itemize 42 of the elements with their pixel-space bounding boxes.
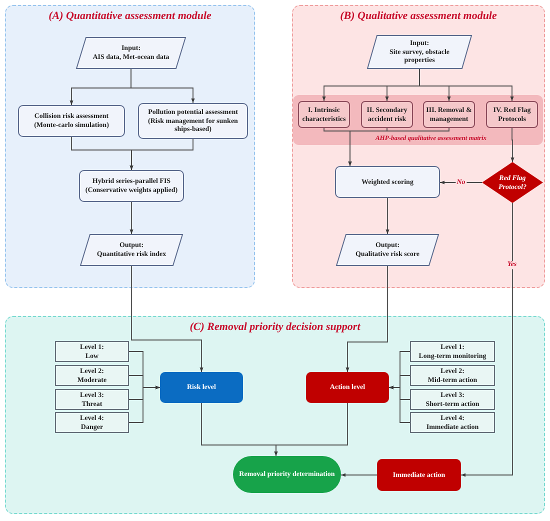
level-box	[55, 389, 129, 410]
module-title: (B) Qualitative assessment module	[340, 10, 497, 24]
level-box	[410, 341, 495, 362]
module-panel	[292, 5, 545, 288]
arrow	[130, 68, 195, 104]
process-box	[79, 170, 184, 202]
arrow	[460, 202, 513, 477]
terminal-stadium	[233, 456, 341, 493]
arrow	[130, 138, 194, 170]
module-title: (A) Quantitative assessment module	[48, 10, 212, 24]
process-box	[138, 103, 248, 139]
level-box	[55, 341, 129, 362]
level-box	[410, 365, 495, 386]
criterion-box	[298, 101, 350, 128]
arrow	[128, 386, 160, 423]
arrow	[346, 266, 388, 372]
arrow	[131, 266, 204, 372]
process-box	[306, 372, 389, 403]
arrow	[340, 473, 378, 477]
arrow	[510, 128, 514, 162]
process-box	[335, 166, 440, 198]
process-box	[377, 459, 461, 491]
level-box	[410, 412, 495, 433]
arrow	[440, 180, 482, 184]
process-box	[18, 105, 125, 137]
criterion-box	[423, 101, 475, 128]
level-box	[55, 412, 129, 433]
criterion-box	[486, 101, 538, 128]
process-box	[160, 372, 243, 403]
arrow	[386, 198, 390, 234]
arrow	[419, 68, 514, 102]
module-panel	[5, 5, 255, 288]
arrow	[348, 128, 450, 166]
criterion-box	[361, 101, 413, 128]
level-box	[410, 389, 495, 410]
arrow	[274, 402, 348, 456]
arrow	[388, 386, 410, 423]
module-title: (C) Removal priority decision support	[190, 321, 360, 334]
level-box	[55, 365, 129, 386]
module-panel	[5, 316, 545, 514]
arrow	[130, 202, 134, 234]
matrix-band	[293, 95, 543, 145]
